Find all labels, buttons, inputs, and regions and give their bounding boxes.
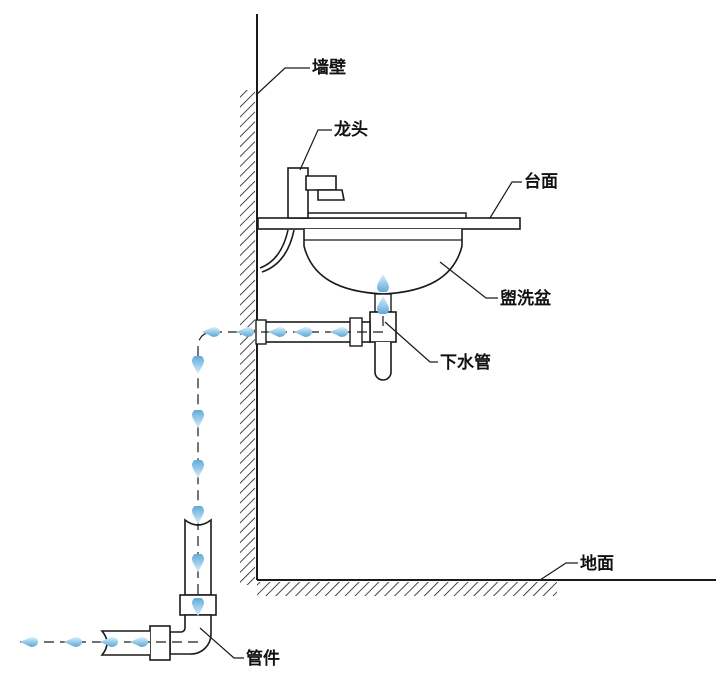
water-drop-icon <box>192 356 204 374</box>
countertop <box>257 217 521 230</box>
faucet <box>259 167 345 273</box>
floor <box>257 579 716 596</box>
flow-arrow-icon <box>64 637 82 647</box>
leader-lines <box>199 67 578 659</box>
drain-pipe <box>255 293 397 381</box>
flow-arrow-icon <box>236 327 254 337</box>
flow-arrow-icon <box>100 637 118 647</box>
label-fitting: 管件 <box>246 648 280 669</box>
flow-arrow-icon <box>20 637 38 647</box>
label-basin: 盥洗盆 <box>500 288 552 309</box>
wall <box>240 14 258 585</box>
fitting <box>100 518 217 661</box>
label-faucet: 龙头 <box>333 119 368 140</box>
water-drop-icon <box>192 410 204 428</box>
water-drop-icon <box>192 506 204 524</box>
label-countertop: 台面 <box>524 171 558 192</box>
label-wall: 墙壁 <box>312 57 346 78</box>
label-floor: 地面 <box>580 553 614 574</box>
water-drop-icon <box>192 460 204 478</box>
flow-arrow-icon <box>202 327 220 337</box>
label-drain-pipe: 下水管 <box>440 352 491 373</box>
